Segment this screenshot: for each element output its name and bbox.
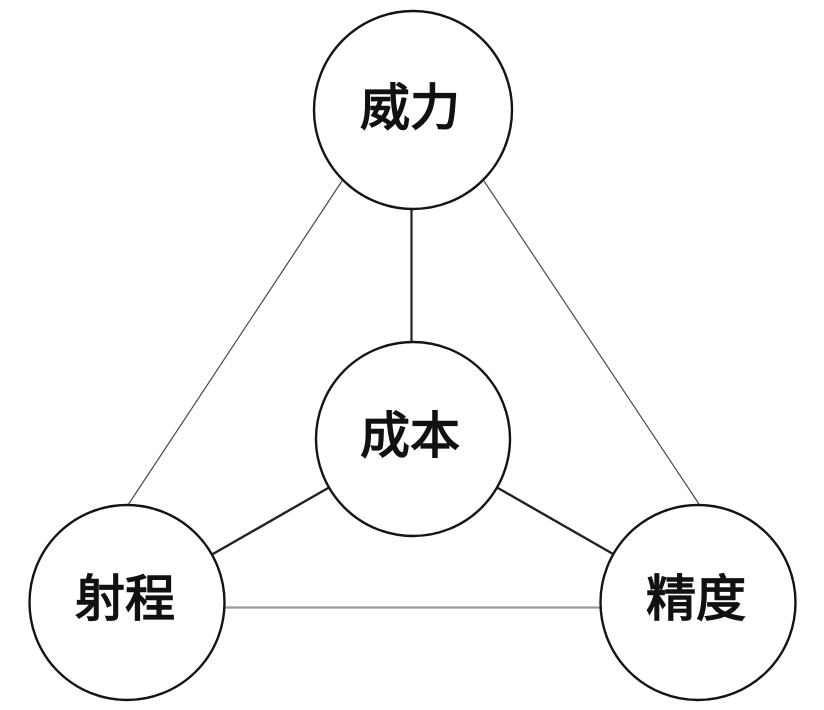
edge-power-accuracy-line bbox=[483, 180, 700, 505]
node-accuracy-circle bbox=[599, 503, 797, 702]
node-accuracy-label: 精度 bbox=[646, 570, 746, 628]
node-power-circle bbox=[312, 9, 514, 211]
node-cost-circle bbox=[314, 340, 512, 538]
node-power-label: 威力 bbox=[360, 79, 460, 137]
edge-cost-accuracy-line bbox=[496, 486, 615, 556]
node-range-label: 射程 bbox=[75, 570, 175, 628]
edge-power-range-line bbox=[127, 180, 343, 506]
node-cost-label: 成本 bbox=[360, 407, 460, 465]
node-range-circle bbox=[28, 503, 226, 702]
edge-cost-range-line bbox=[211, 486, 330, 556]
